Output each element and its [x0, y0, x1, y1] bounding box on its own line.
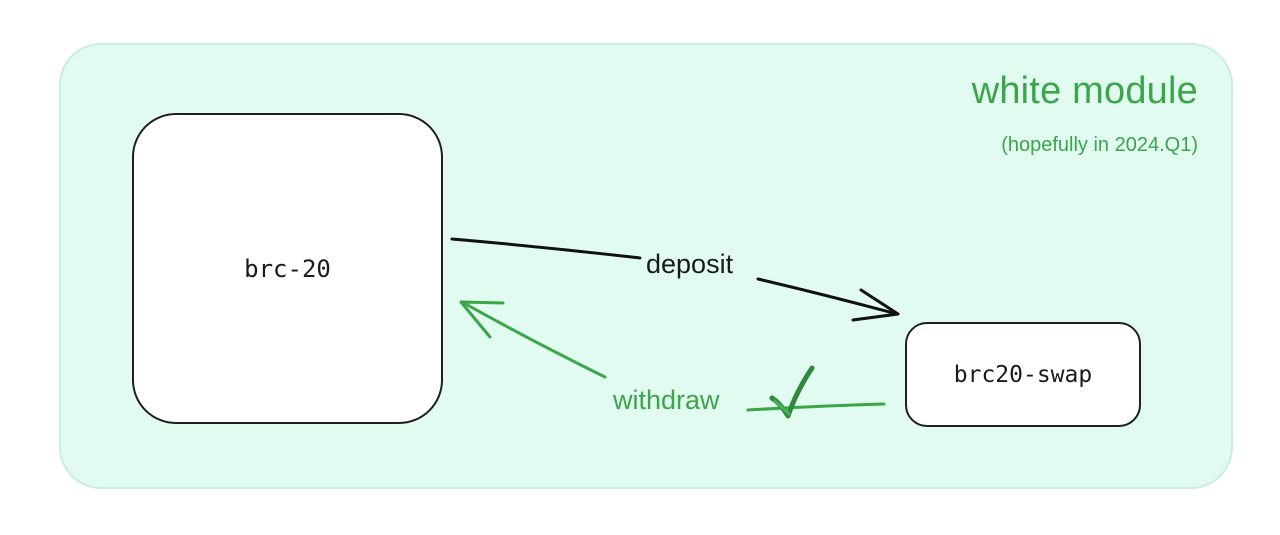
module-subtitle: (hopefully in 2024.Q1) [1001, 134, 1198, 156]
deposit-arrow-line-tail [756, 277, 899, 316]
module-title: white module [971, 70, 1198, 112]
check-mark-icon [769, 365, 815, 419]
node-brc-20: brc-20 [132, 113, 443, 424]
withdraw-arrow-line-upper [460, 300, 607, 379]
node-brc20-swap: brc20-swap [905, 322, 1141, 427]
withdraw-label: withdraw [613, 385, 720, 415]
deposit-arrow [450, 237, 900, 322]
withdraw-arrow-line [746, 402, 886, 412]
node-brc20-swap-label: brc20-swap [953, 361, 1093, 388]
withdraw-arrow-head [459, 300, 505, 339]
deposit-label: deposit [646, 249, 734, 279]
withdraw-arrow [459, 300, 886, 412]
node-brc-20-label: brc-20 [244, 254, 331, 283]
deposit-arrow-line [450, 237, 642, 260]
deposit-arrow-head [851, 288, 900, 322]
